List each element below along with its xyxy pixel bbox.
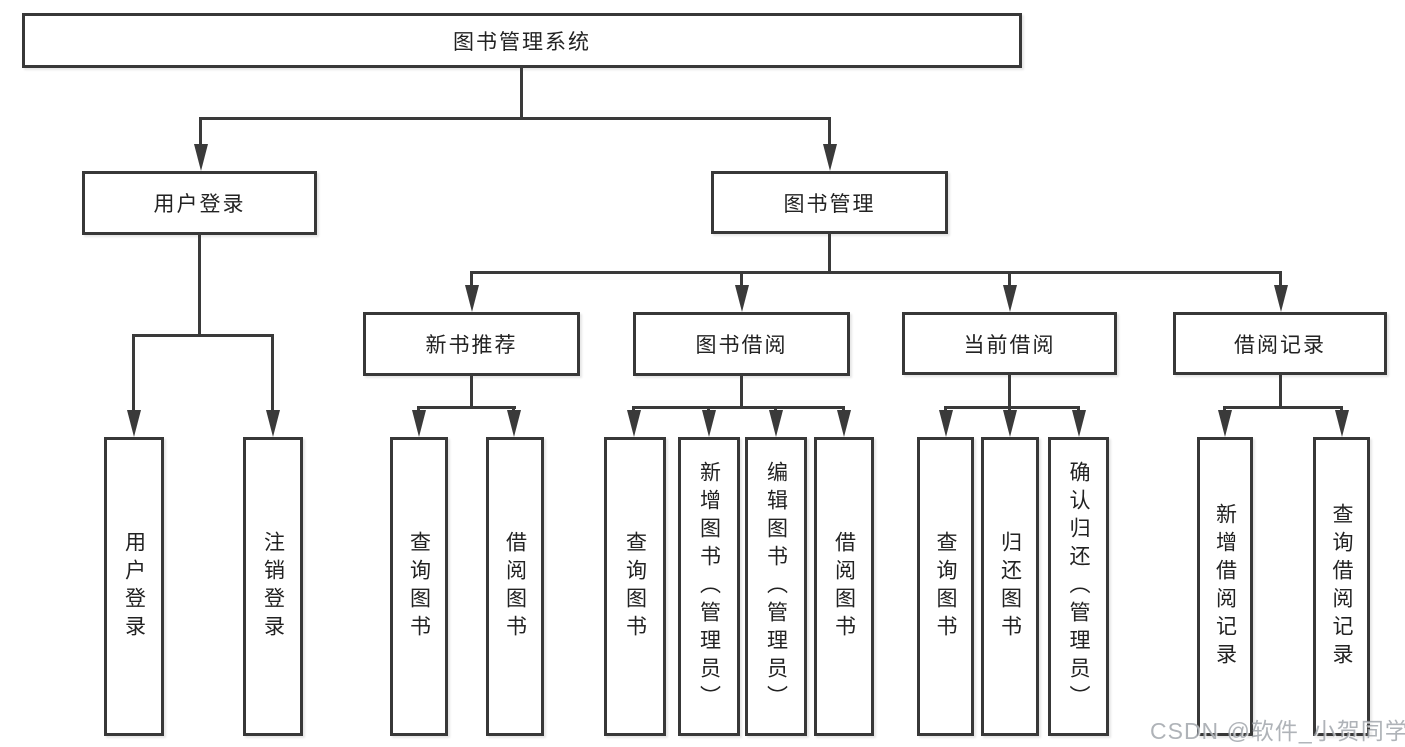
connector-line xyxy=(199,119,202,146)
leaf-logout: 注销登录 xyxy=(243,437,303,736)
node-book-management-label: 图书管理 xyxy=(783,192,876,216)
arrow-down-icon xyxy=(1274,285,1288,312)
connector-line xyxy=(740,273,743,287)
connector-line xyxy=(198,233,201,337)
connector-line xyxy=(520,66,523,119)
leaf-borrowing-add-books-admin: 新增图书（管理员） xyxy=(678,437,740,736)
leaf-borrowing-borrow-books: 借阅图书 xyxy=(814,437,874,736)
leaf-borrowing-edit-books-admin: 编辑图书（管理员） xyxy=(745,437,807,736)
leaf-user-login-label: 用户登录 xyxy=(122,530,146,643)
arrow-down-icon xyxy=(823,144,837,171)
connector-line xyxy=(132,334,274,337)
arrow-down-icon xyxy=(627,410,641,437)
arrow-down-icon xyxy=(266,410,280,437)
leaf-newbooks-query-books-label: 查询图书 xyxy=(407,530,431,643)
connector-line xyxy=(470,271,1282,274)
leaf-newbooks-borrow-books: 借阅图书 xyxy=(486,437,544,736)
arrow-down-icon xyxy=(194,144,208,171)
node-new-book-recommend: 新书推荐 xyxy=(363,312,580,376)
arrow-down-icon xyxy=(769,410,783,437)
arrow-down-icon xyxy=(939,410,953,437)
node-root-label: 图书管理系统 xyxy=(453,30,591,54)
connector-line xyxy=(199,117,831,120)
connector-line xyxy=(470,273,473,287)
connector-line xyxy=(828,233,831,274)
connector-line xyxy=(132,336,135,412)
connector-line xyxy=(470,374,473,409)
csdn-watermark: CSDN @软件_小贺同学 xyxy=(1150,718,1405,744)
connector-line xyxy=(944,406,1080,409)
connector-line xyxy=(271,336,274,412)
connector-line xyxy=(1279,374,1282,409)
node-book-management: 图书管理 xyxy=(711,171,948,234)
node-new-book-recommend-label: 新书推荐 xyxy=(425,334,518,357)
node-root: 图书管理系统 xyxy=(22,13,1022,68)
leaf-records-add-record: 新增借阅记录 xyxy=(1197,437,1253,736)
connector-line xyxy=(1008,273,1011,287)
node-user-login: 用户登录 xyxy=(82,171,317,235)
leaf-records-query-record: 查询借阅记录 xyxy=(1313,437,1370,736)
arrow-down-icon xyxy=(1003,410,1017,437)
leaf-current-query-books: 查询图书 xyxy=(917,437,974,736)
leaf-current-return-books: 归还图书 xyxy=(981,437,1039,736)
node-user-login-label: 用户登录 xyxy=(153,193,246,216)
node-book-borrowing: 图书借阅 xyxy=(633,312,850,376)
connector-line xyxy=(1223,406,1343,409)
leaf-records-query-record-label: 查询借阅记录 xyxy=(1330,502,1353,671)
arrow-down-icon xyxy=(1218,410,1232,437)
connector-line xyxy=(828,119,831,146)
leaf-logout-label: 注销登录 xyxy=(261,530,285,643)
leaf-current-confirm-return-admin-label: 确认归还（管理员） xyxy=(1067,460,1090,713)
connector-line xyxy=(740,374,743,409)
connector-line xyxy=(1008,374,1011,409)
leaf-borrowing-borrow-books-label: 借阅图书 xyxy=(832,530,856,643)
arrow-down-icon xyxy=(1335,410,1349,437)
leaf-borrowing-query-books-label: 查询图书 xyxy=(623,530,647,643)
leaf-records-add-record-label: 新增借阅记录 xyxy=(1213,502,1237,671)
node-borrow-records-label: 借阅记录 xyxy=(1234,333,1326,357)
node-current-borrowing: 当前借阅 xyxy=(902,312,1117,375)
leaf-current-confirm-return-admin: 确认归还（管理员） xyxy=(1048,437,1109,736)
arrow-down-icon xyxy=(412,410,426,437)
arrow-down-icon xyxy=(735,285,749,312)
leaf-newbooks-borrow-books-label: 借阅图书 xyxy=(503,530,527,643)
arrow-down-icon xyxy=(1003,285,1017,312)
leaf-current-return-books-label: 归还图书 xyxy=(998,530,1022,643)
connector-line xyxy=(632,406,845,409)
leaf-borrowing-query-books: 查询图书 xyxy=(604,437,666,736)
arrow-down-icon xyxy=(1072,410,1086,437)
leaf-newbooks-query-books: 查询图书 xyxy=(390,437,448,736)
node-current-borrowing-label: 当前借阅 xyxy=(963,333,1056,357)
node-book-borrowing-label: 图书借阅 xyxy=(695,334,788,357)
arrow-down-icon xyxy=(702,410,716,437)
leaf-user-login: 用户登录 xyxy=(104,437,164,736)
arrow-down-icon xyxy=(465,285,479,312)
connector-line xyxy=(417,406,516,409)
arrow-down-icon xyxy=(127,410,141,437)
leaf-borrowing-edit-books-admin-label: 编辑图书（管理员） xyxy=(764,460,788,713)
connector-line xyxy=(1279,273,1282,287)
leaf-borrowing-add-books-admin-label: 新增图书（管理员） xyxy=(697,460,721,713)
leaf-current-query-books-label: 查询图书 xyxy=(934,530,957,643)
arrow-down-icon xyxy=(837,410,851,437)
arrow-down-icon xyxy=(507,410,521,437)
node-borrow-records: 借阅记录 xyxy=(1173,312,1387,375)
